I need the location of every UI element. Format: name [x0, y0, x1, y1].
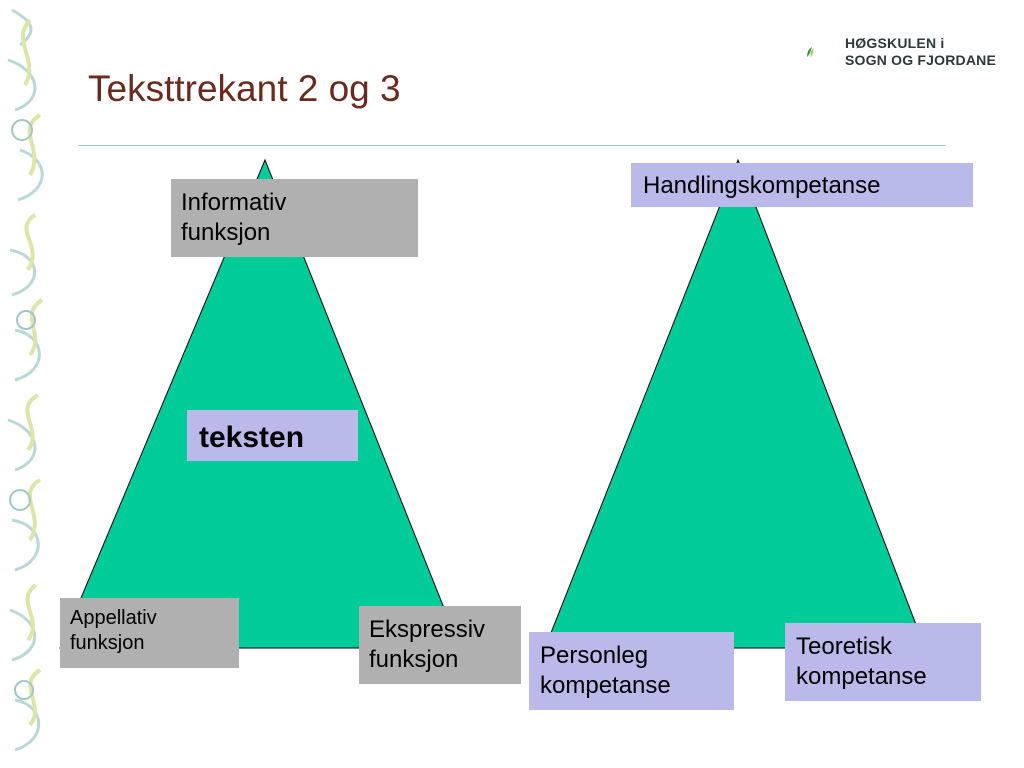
label-personleg-kompetanse: Personleg kompetanse [529, 632, 734, 710]
label-teksten: teksten [187, 410, 358, 461]
triangle-competences [544, 158, 926, 649]
label-ekspressiv-funksjon: Ekspressiv funksjon [359, 606, 521, 684]
label-teoretisk-line1: Teoretisk [796, 633, 893, 660]
label-informativ-line2: funksjon [181, 219, 271, 246]
label-informativ-line1: Informativ [181, 189, 287, 216]
label-personleg-line1: Personleg [540, 642, 649, 669]
label-ekspressiv-line1: Ekspressiv [369, 616, 486, 643]
label-teoretisk-kompetanse: Teoretisk kompetanse [785, 623, 981, 701]
label-informativ-funksjon: Informativ funksjon [171, 179, 418, 257]
logo-text-line2: SOGN OG FJORDANE [845, 52, 996, 68]
label-ekspressiv-line2: funksjon [369, 646, 459, 673]
label-appellativ-line2: funksjon [70, 632, 145, 654]
label-teksten-text: teksten [199, 421, 305, 454]
logo-text-line1: HØGSKULEN i [845, 35, 945, 51]
title-divider [78, 145, 946, 146]
decorative-border-pattern [7, 8, 44, 752]
label-teoretisk-line2: kompetanse [796, 663, 927, 690]
label-handlingskompetanse-text: Handlingskompetanse [643, 172, 881, 199]
slide-title: Teksttrekant 2 og 3 [88, 68, 401, 109]
label-appellativ-line1: Appellativ [70, 607, 157, 629]
label-personleg-line2: kompetanse [540, 672, 671, 699]
leaf-logo-icon [807, 46, 814, 58]
label-appellativ-funksjon: Appellativ funksjon [60, 598, 239, 668]
triangle-text-functions [59, 158, 461, 649]
label-handlingskompetanse: Handlingskompetanse [631, 163, 973, 207]
